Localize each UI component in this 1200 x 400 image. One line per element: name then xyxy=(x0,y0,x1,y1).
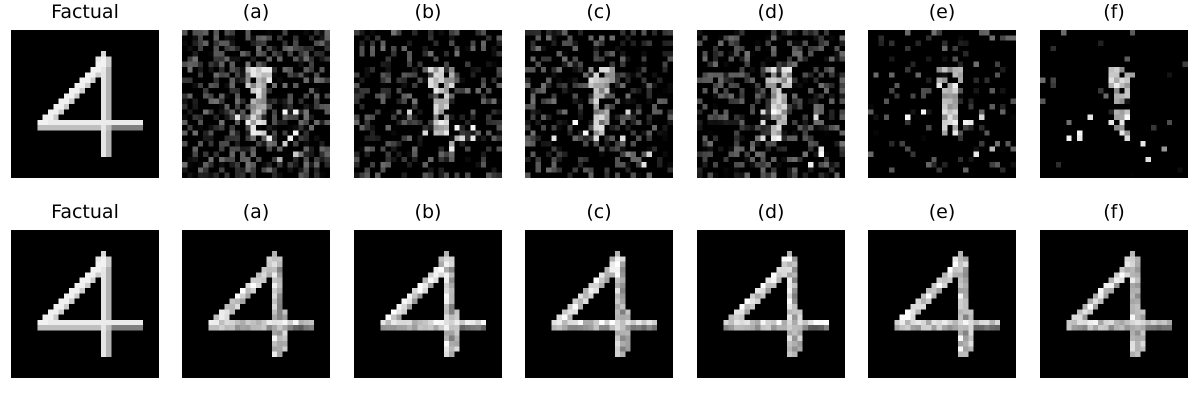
panel-title: (d) xyxy=(757,1,785,23)
digit-image xyxy=(525,30,673,178)
digit-image xyxy=(868,30,1016,178)
panel-title: (c) xyxy=(586,201,612,223)
panel-title: (e) xyxy=(928,1,956,23)
panel-title: (b) xyxy=(414,201,442,223)
digit-image xyxy=(354,30,502,178)
digit-image xyxy=(11,230,159,378)
panel-title: (e) xyxy=(928,201,956,223)
panel-title: (a) xyxy=(242,1,270,23)
panel-title: (a) xyxy=(242,201,270,223)
panel-title: (c) xyxy=(586,1,612,23)
digit-image xyxy=(697,30,845,178)
panel-title: (d) xyxy=(757,201,785,223)
digit-image xyxy=(525,230,673,378)
digit-image xyxy=(1040,230,1188,378)
panel-title: (f) xyxy=(1103,201,1125,223)
digit-image xyxy=(182,230,330,378)
panel-title: Factual xyxy=(51,1,119,23)
digit-image xyxy=(11,30,159,178)
panel-title: (f) xyxy=(1103,1,1125,23)
digit-image xyxy=(182,30,330,178)
digit-image xyxy=(1040,30,1188,178)
panel-title: (b) xyxy=(414,1,442,23)
digit-image xyxy=(868,230,1016,378)
digit-image xyxy=(697,230,845,378)
panel-title: Factual xyxy=(51,201,119,223)
digit-image xyxy=(354,230,502,378)
